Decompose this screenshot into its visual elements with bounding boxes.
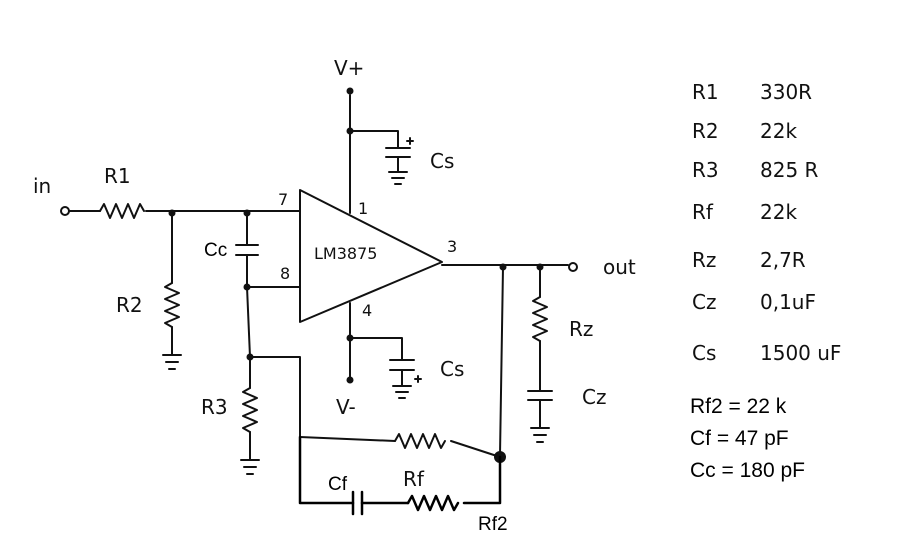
label-pin3: 3 [447,237,457,256]
label-rf2: Rf2 [478,514,508,535]
vplus-terminal [346,87,354,95]
bom-value: 1500 uF [760,341,841,365]
wire-to-cs-top [349,130,399,149]
wire-rf2-node [462,455,502,505]
capacitor-cc [235,244,259,256]
label-cs-bottom: Cs [440,357,464,381]
resistor-r1 [99,203,145,219]
wire-out-to-feedback [499,266,504,456]
label-vminus: V- [336,395,356,419]
note-cf: Cf = 47 pF [690,427,789,450]
wire-to-cs-bottom [349,337,403,361]
label-pin7: 7 [278,190,288,209]
wire-pin8-to-node [246,286,251,358]
capacitor-cs-bottom [389,359,422,399]
wire-feedback-lower [298,435,355,505]
note-rf2: Rf2 = 22 k [690,395,787,418]
label-cc: Cc [204,240,227,261]
ground-symbol-r3 [240,459,260,475]
note-cc: Cc = 180 pF [690,459,805,482]
ground-symbol-zobel [530,427,550,443]
bom-name: Cs [692,341,716,365]
bom-value: 825 R [760,158,819,182]
capacitor-cz [527,390,553,401]
label-cs-top: Cs [430,149,454,173]
label-r3: R3 [201,395,228,419]
bom-name: R2 [692,119,719,143]
output-terminal [568,262,578,272]
label-cz: Cz [582,385,606,409]
label-pin8: 8 [280,264,290,283]
label-in: in [33,174,51,198]
wire-feedback-upper [299,436,396,442]
wire-feedback-loop [249,356,301,438]
bom-name: R3 [692,158,719,182]
label-rz: Rz [569,317,593,341]
resistor-rz [532,296,548,342]
label-r2: R2 [116,293,143,317]
bom-list: R1 330R R2 22k R3 825 R Rf 22k Rz 2,7R C… [692,80,841,365]
label-rf: Rf [403,467,425,491]
resistor-r3 [242,387,258,433]
capacitor-cf [351,490,364,516]
label-pin4: 4 [362,301,372,320]
notes: Rf2 = 22 k Cf = 47 pF Cc = 180 pF [690,395,805,482]
label-cf: Cf [328,474,348,495]
capacitor-cs-top [385,137,414,185]
label-r1: R1 [104,164,131,188]
vminus-terminal [346,376,354,384]
opamp-lm3875 [299,189,443,323]
bom-value: 330R [760,80,812,104]
bom-name: Rf [692,200,714,224]
bom-name: Rz [692,248,716,272]
label-pin1: 1 [358,199,368,218]
resistor-feedback-upper [394,433,446,449]
ground-symbol-r2 [162,354,182,370]
input-terminal [60,206,70,216]
label-vplus: V+ [334,56,364,80]
label-chip: LM3875 [314,244,377,263]
bom-name: R1 [692,80,719,104]
label-out: out [603,255,636,279]
bom-name: Cz [692,290,716,314]
bom-value: 2,7R [760,248,806,272]
wire-feedback-upper-end [450,440,501,458]
resistor-rf2 [406,494,460,512]
bom-value: 22k [760,200,797,224]
resistor-r2 [164,282,180,328]
bom-value: 0,1uF [760,290,816,314]
bom-value: 22k [760,119,797,143]
